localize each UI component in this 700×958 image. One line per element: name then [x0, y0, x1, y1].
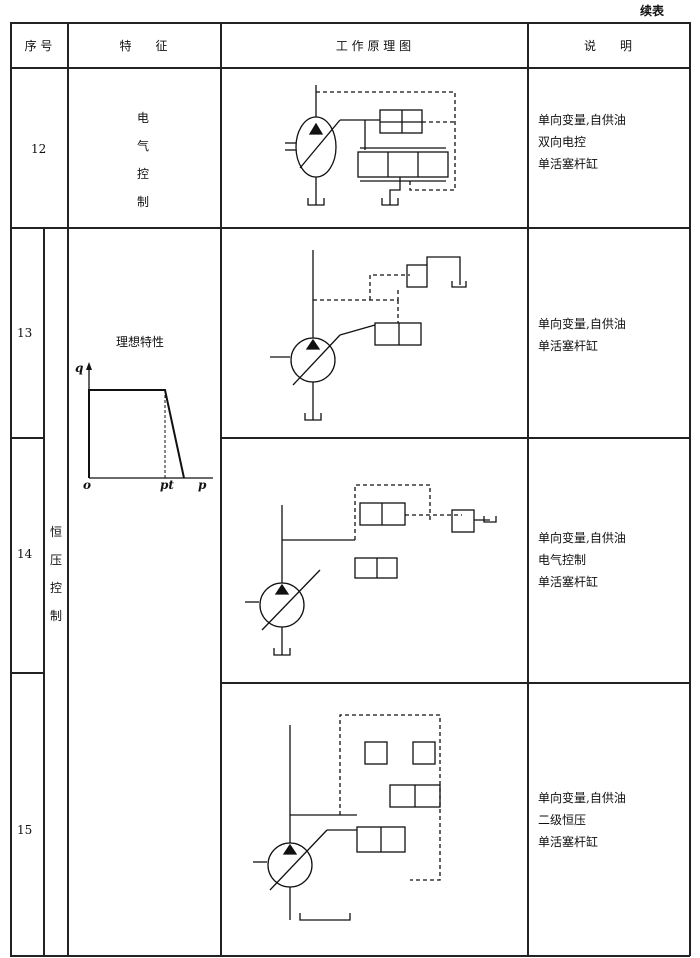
- description-line: 电气控制: [538, 553, 587, 567]
- feature-char: 电: [136, 111, 149, 125]
- pump-arrow-icon: [308, 122, 324, 135]
- cylinder-symbol: [374, 322, 422, 346]
- cylinder-symbol: [354, 557, 398, 579]
- solenoid-valve: [451, 509, 475, 533]
- y-axis-label: q: [75, 361, 84, 375]
- description-row-12: 单向变量,自供油 双向电控 单活塞杆缸: [538, 109, 626, 175]
- description-line: 单活塞杆缸: [538, 339, 599, 353]
- ideal-characteristic-chart: [86, 362, 213, 479]
- header-diagram: 工 作 原 理 图: [335, 39, 412, 53]
- origin-label: o: [83, 478, 92, 492]
- description-line: 单活塞杆缸: [538, 835, 599, 849]
- description-line: 单活塞杆缸: [538, 157, 599, 171]
- header-description: 说 明: [583, 39, 632, 53]
- row-divider: [10, 437, 43, 439]
- feature-char: 气: [136, 139, 149, 153]
- row-number: 15: [17, 823, 33, 837]
- feature-electric-control: 电 气 控 制: [133, 104, 153, 216]
- column-divider: [527, 22, 529, 956]
- header-feature: 特 征: [119, 39, 168, 53]
- header-no: 序 号: [24, 39, 53, 53]
- schematic-row-13: [270, 250, 467, 421]
- row-number: 12: [31, 142, 47, 156]
- description-line: 单向变量,自供油: [538, 317, 626, 331]
- description-line: 单向变量,自供油: [538, 531, 626, 545]
- row-divider: [220, 437, 690, 439]
- schematic-row-12: [285, 85, 456, 206]
- feature-char: 控: [136, 167, 149, 181]
- description-line: 单向变量,自供油: [538, 113, 626, 127]
- column-divider: [43, 227, 45, 956]
- characteristic-curve: [88, 389, 185, 479]
- schematic-row-15: [253, 714, 441, 921]
- directional-valve: [357, 151, 449, 178]
- group-label-char: 压: [49, 553, 62, 567]
- feature-char: 制: [136, 195, 149, 209]
- description-line: 单活塞杆缸: [538, 575, 599, 589]
- continued-caption: 续表: [640, 4, 665, 18]
- chart-title: 理想特性: [116, 335, 165, 349]
- x-tick-label: pt: [160, 478, 174, 492]
- column-divider: [67, 22, 69, 956]
- description-row-15: 单向变量,自供油 二级恒压 单活塞杆缸: [538, 787, 626, 853]
- description-row-13: 单向变量,自供油 单活塞杆缸: [538, 313, 626, 357]
- row-divider: [10, 227, 690, 229]
- description-row-14: 单向变量,自供油 电气控制 单活塞杆缸: [538, 527, 626, 593]
- y-axis-arrow: [86, 362, 92, 370]
- table-border: [10, 22, 12, 956]
- pressure-valve: [412, 741, 436, 765]
- group-label-char: 恒: [49, 525, 62, 539]
- row-number: 14: [17, 547, 33, 561]
- header-divider: [10, 67, 690, 69]
- pressure-valve: [406, 264, 428, 288]
- description-line: 双向电控: [538, 135, 587, 149]
- row-number: 13: [17, 326, 33, 340]
- group-label-char: 控: [49, 581, 62, 595]
- table-border: [10, 955, 690, 957]
- group-label-constant-pressure: 恒 压 控 制: [46, 518, 66, 630]
- table-border: [10, 22, 690, 24]
- pressure-valve: [364, 741, 388, 765]
- row-divider: [220, 682, 690, 684]
- group-label-char: 制: [49, 609, 62, 623]
- row-divider: [10, 672, 43, 674]
- x-axis-label: p: [198, 478, 207, 492]
- schematic-row-14: [245, 484, 497, 656]
- column-divider: [220, 22, 222, 956]
- description-line: 单向变量,自供油: [538, 791, 626, 805]
- table-border: [689, 22, 691, 956]
- description-line: 二级恒压: [538, 813, 587, 827]
